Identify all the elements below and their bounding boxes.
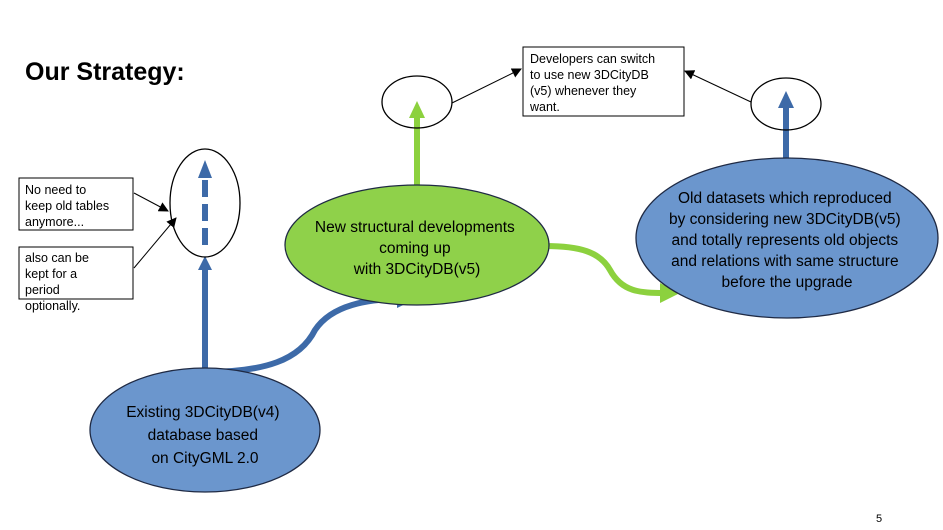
top-note-pointer-right (684, 70, 752, 103)
old-datasets-label: Old datasets which reproduced by conside… (669, 190, 905, 291)
note-box-developers (522, 46, 685, 117)
new-developments-label: New structural developments coming up wi… (315, 219, 519, 278)
existing-db-node (89, 367, 321, 493)
new-dev-result-ellipse (381, 75, 453, 129)
green-curve-connector (544, 243, 666, 296)
note-top-pointer (133, 192, 169, 212)
green-up-arrowhead (409, 101, 425, 118)
blue-curve-connector (204, 295, 401, 375)
blue-up-arrowhead (198, 256, 212, 270)
top-note-pointer-left (451, 68, 522, 104)
old-datasets-result-ellipse (750, 77, 822, 131)
deprecation-ellipse (169, 148, 241, 258)
note-developers-text: Developers can switch to use new 3DCityD… (529, 52, 659, 114)
old-datasets-node (635, 157, 939, 319)
note-bottom-pointer (133, 217, 177, 269)
page-number: 5 (876, 513, 882, 525)
note-kept-text: also can be kept for a period optionally… (25, 251, 92, 313)
dashed-up-arrowhead (198, 160, 212, 178)
right-up-arrowhead (778, 91, 794, 108)
green-curve-arrowhead (660, 283, 680, 303)
new-developments-node (284, 184, 550, 306)
slide-title: Our Strategy: (25, 58, 185, 86)
note-no-need-text: No need to keep old tables anymore... (25, 183, 113, 229)
note-box-no-need (18, 177, 134, 231)
existing-db-label: Existing 3DCityDB(v4) database based on … (126, 404, 284, 467)
note-box-kept (18, 246, 134, 300)
